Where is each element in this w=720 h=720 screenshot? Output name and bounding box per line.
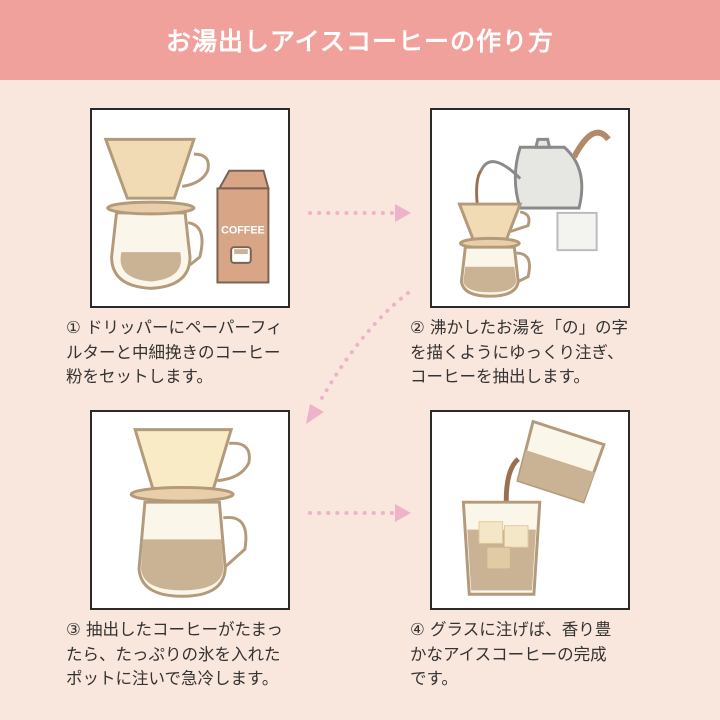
step1-illustration: COFFEE	[90, 108, 290, 308]
caption-line: ルターと中細挽きのコーヒー	[66, 342, 281, 362]
step4-caption: ④ グラスに注げば、香り豊 かなアイスコーヒーの完成 です。	[410, 618, 680, 692]
step3-caption: ③ 抽出したコーヒーがたまっ たら、たっぷりの氷を入れた ポットに注いで急冷しま…	[66, 618, 336, 692]
arrowhead-icon	[395, 204, 411, 222]
step2-illustration	[430, 108, 630, 308]
caption-line: ③ 抽出したコーヒーがたまっ	[66, 620, 283, 639]
pouring-pot-icon	[516, 419, 606, 504]
package-label: COFFEE	[221, 224, 265, 236]
caption-line: コーヒーを抽出します。	[410, 367, 590, 386]
caption-line: ② 沸かしたお湯を「の」の字	[410, 318, 629, 337]
coffee-package-icon: COFFEE	[216, 169, 270, 284]
step1-caption: ① ドリッパーにペーパーフィ ルターと中細挽きのコーヒー 粉をセットします。	[66, 316, 336, 390]
server-pot-icon	[459, 245, 531, 298]
dripper-icon	[103, 137, 210, 200]
server-pot-icon	[110, 211, 204, 290]
dripper-icon	[457, 202, 531, 241]
step4-illustration	[430, 410, 630, 610]
arrowhead-icon	[395, 504, 411, 522]
step3-illustration	[90, 410, 290, 610]
caption-line: を描くようにゆっくり注ぎ、	[410, 342, 624, 362]
caption-line: ④ グラスに注げば、香り豊	[410, 620, 612, 639]
caption-line: です。	[410, 669, 458, 688]
dripper-icon	[133, 428, 251, 490]
kettle-icon	[479, 129, 611, 210]
caption-line: たら、たっぷりの氷を入れた	[66, 644, 281, 664]
server-pot-icon	[137, 500, 248, 598]
dripper-base	[106, 200, 196, 216]
caption-line: かなアイスコーヒーの完成	[410, 644, 607, 664]
caption-line: ポットに注いで急冷します。	[66, 669, 279, 688]
iced-coffee-glass-icon	[461, 500, 542, 596]
ice-cube-icon	[556, 211, 598, 252]
page-title: お湯出しアイスコーヒーの作り方	[165, 27, 554, 56]
header-banner: お湯出しアイスコーヒーの作り方	[0, 0, 720, 80]
step2-caption: ② 沸かしたお湯を「の」の字 を描くようにゆっくり注ぎ、 コーヒーを抽出します。	[410, 316, 680, 390]
caption-line: 粉をセットします。	[66, 367, 213, 386]
arrowhead-icon	[306, 404, 324, 424]
caption-line: ① ドリッパーにペーパーフィ	[66, 318, 283, 337]
hot-water-stream	[475, 169, 483, 204]
